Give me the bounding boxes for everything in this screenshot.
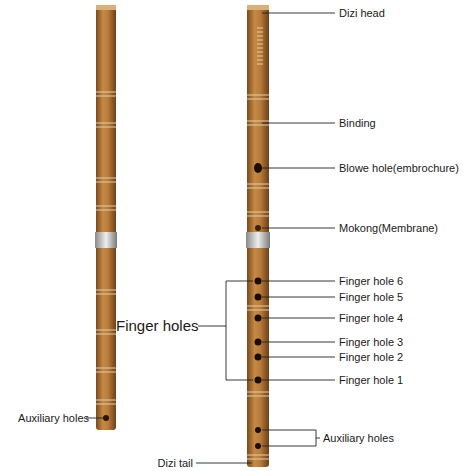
part-label: Finger hole 4: [339, 312, 403, 324]
right-flute: [246, 5, 270, 467]
part-label: Dizi tail: [158, 457, 193, 469]
part-label: Mokong(Membrane): [339, 222, 438, 234]
leader-lines: [86, 13, 335, 463]
left-flute: [95, 5, 117, 430]
part-label: Finger hole 6: [339, 275, 403, 287]
part-label: Blowe hole(embrochure): [339, 162, 459, 174]
group-label: Finger holes: [116, 318, 199, 335]
part-label: Auxiliary holes: [18, 412, 89, 424]
part-label: Auxiliary holes: [323, 432, 394, 444]
part-label: Finger hole 5: [339, 291, 403, 303]
part-label: Finger hole 2: [339, 351, 403, 363]
part-label: Dizi head: [339, 7, 385, 19]
part-label: Finger hole 3: [339, 336, 403, 348]
part-label: Binding: [339, 117, 376, 129]
part-label: Finger hole 1: [339, 374, 403, 386]
